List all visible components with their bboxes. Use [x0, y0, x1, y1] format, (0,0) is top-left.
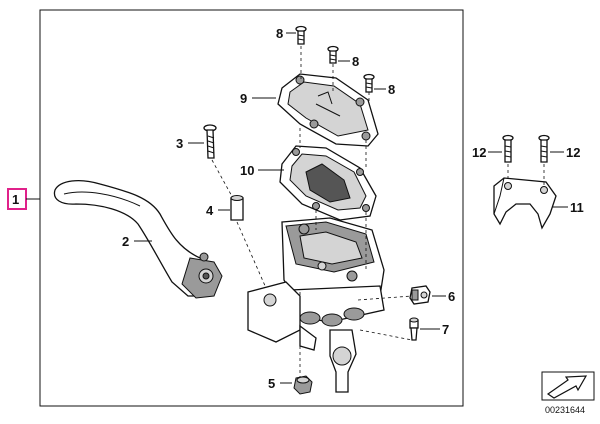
next-page-button[interactable] [541, 371, 595, 401]
callout-4-label: 4 [206, 203, 214, 218]
callout-7[interactable]: 7 [420, 322, 449, 337]
callout-1[interactable]: 1 [7, 188, 40, 210]
pivot-bolt [203, 124, 235, 201]
bushing [230, 195, 267, 289]
callout-2-label: 2 [122, 234, 129, 249]
screw-8a [295, 25, 307, 45]
callout-6-label: 6 [448, 289, 455, 304]
callout-12a-label: 12 [472, 145, 486, 160]
clamp [493, 177, 557, 230]
hand-lever [53, 179, 223, 299]
reservoir-cover [277, 73, 379, 147]
arrow-icon [546, 375, 588, 399]
callout-12b[interactable]: 12 [550, 145, 580, 160]
callout-9-label: 9 [240, 91, 247, 106]
callout-8a[interactable]: 8 [276, 26, 296, 41]
callout-4[interactable]: 4 [206, 203, 230, 218]
callout-8c-label: 8 [388, 82, 395, 97]
callout-3[interactable]: 3 [176, 136, 204, 151]
callout-11[interactable]: 11 [552, 200, 584, 215]
callout-7-label: 7 [442, 322, 449, 337]
master-cylinder [247, 217, 385, 393]
callout-10[interactable]: 10 [240, 163, 284, 178]
brake-switch [409, 285, 431, 305]
callout-10-label: 10 [240, 163, 254, 178]
bleeder-screw [409, 317, 419, 341]
callout-12b-label: 12 [566, 145, 580, 160]
diagram-reference: 00231644 [545, 405, 585, 415]
callout-5-label: 5 [268, 376, 275, 391]
screw-8b [327, 45, 339, 64]
diagram-frame [39, 9, 464, 407]
callout-11-label: 11 [570, 200, 584, 215]
nut [293, 375, 313, 395]
callout-8b-label: 8 [352, 54, 359, 69]
callout-8a-label: 8 [276, 26, 283, 41]
screw-8c [363, 73, 375, 93]
callout-1-label: 1 [12, 192, 19, 207]
callout-3-label: 3 [176, 136, 183, 151]
screw-12b [538, 134, 550, 186]
diaphragm [279, 145, 377, 221]
callout-5[interactable]: 5 [268, 376, 292, 391]
callout-6[interactable]: 6 [432, 289, 455, 304]
callout-2[interactable]: 2 [122, 234, 152, 249]
callout-9[interactable]: 9 [240, 91, 276, 106]
screw-12a [502, 134, 514, 182]
callout-8c[interactable]: 8 [374, 82, 395, 97]
callout-8b[interactable]: 8 [338, 54, 359, 69]
callout-12a[interactable]: 12 [472, 145, 502, 160]
